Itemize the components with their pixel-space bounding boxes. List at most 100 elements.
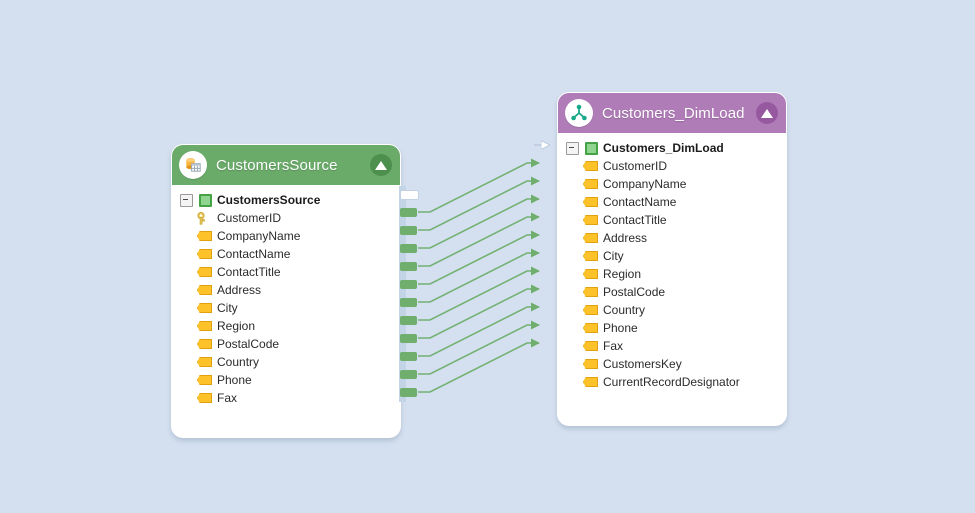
collapse-up-icon (375, 160, 387, 170)
source-output-port[interactable] (400, 387, 417, 397)
target-field-row[interactable]: Address (558, 229, 786, 247)
field-pennant-icon (583, 269, 598, 279)
source-field-row[interactable]: Phone (172, 371, 400, 389)
transform-fork-icon (565, 99, 593, 127)
field-pennant-icon (197, 285, 212, 295)
target-field-row[interactable]: Country (558, 301, 786, 319)
field-pennant-icon (583, 215, 598, 225)
field-pennant-icon (583, 179, 598, 189)
field-pennant-icon (197, 339, 212, 349)
source-field-row[interactable]: Address (172, 281, 400, 299)
source-field-row[interactable]: ContactName (172, 245, 400, 263)
source-field-label: Region (217, 319, 256, 333)
target-collapse-button[interactable] (756, 102, 778, 124)
source-field-label: City (217, 301, 238, 315)
target-field-label: ContactTitle (603, 213, 667, 227)
source-root-port[interactable] (400, 190, 419, 200)
source-field-row[interactable]: CustomerID (172, 209, 400, 227)
source-field-row[interactable]: PostalCode (172, 335, 400, 353)
mapping-connector[interactable] (418, 302, 540, 357)
source-field-label: Address (217, 283, 262, 297)
field-pennant-icon (583, 161, 598, 171)
target-field-row[interactable]: CustomersKey (558, 355, 786, 373)
field-pennant-icon (583, 359, 598, 369)
field-pennant-icon (197, 249, 212, 259)
target-field-row[interactable]: CompanyName (558, 175, 786, 193)
target-root-label: Customers_DimLoad (603, 141, 724, 155)
source-panel-header[interactable]: CustomersSource (172, 145, 400, 185)
source-panel-title: CustomersSource (216, 156, 338, 174)
field-pennant-icon (583, 341, 598, 351)
mapping-connector[interactable] (418, 158, 540, 213)
minus-box-icon[interactable] (180, 193, 193, 207)
source-output-port[interactable] (400, 279, 417, 289)
target-field-label: Country (603, 303, 646, 317)
source-field-row[interactable]: Country (172, 353, 400, 371)
mapping-connector[interactable] (418, 320, 540, 375)
source-field-row[interactable]: City (172, 299, 400, 317)
field-pennant-icon (583, 323, 598, 333)
target-field-row[interactable]: Phone (558, 319, 786, 337)
target-field-label: CurrentRecordDesignator (603, 375, 740, 389)
collapse-up-icon (761, 108, 773, 118)
field-pennant-icon (583, 197, 598, 207)
mapping-connector[interactable] (418, 176, 540, 231)
source-field-label: Phone (217, 373, 252, 387)
source-field-row[interactable]: Region (172, 317, 400, 335)
source-root-label: CustomersSource (217, 193, 321, 207)
target-field-row[interactable]: CustomerID (558, 157, 786, 175)
field-pennant-icon (583, 377, 598, 387)
target-field-label: City (603, 249, 624, 263)
source-collapse-button[interactable] (370, 154, 392, 176)
source-output-port[interactable] (400, 315, 417, 325)
minus-box-icon[interactable] (566, 141, 579, 155)
field-pennant-icon (197, 321, 212, 331)
target-root-row[interactable]: Customers_DimLoad (558, 139, 786, 157)
mapping-connector[interactable] (418, 230, 540, 285)
source-output-port[interactable] (400, 351, 417, 361)
source-port-strip (399, 186, 406, 402)
target-panel-title: Customers_DimLoad (602, 104, 745, 122)
mapping-connector[interactable] (418, 194, 540, 249)
field-pennant-icon (197, 231, 212, 241)
source-field-row[interactable]: ContactTitle (172, 263, 400, 281)
source-output-port[interactable] (400, 261, 417, 271)
field-pennant-icon (197, 375, 212, 385)
target-panel-header[interactable]: Customers_DimLoad (558, 93, 786, 133)
source-output-port[interactable] (400, 243, 417, 253)
source-output-port[interactable] (400, 369, 417, 379)
source-root-row[interactable]: CustomersSource (172, 191, 400, 209)
field-pennant-icon (583, 287, 598, 297)
target-field-row[interactable]: CurrentRecordDesignator (558, 373, 786, 391)
mapping-connector[interactable] (418, 266, 540, 321)
source-field-label: CustomerID (217, 211, 282, 225)
target-field-row[interactable]: ContactName (558, 193, 786, 211)
target-field-label: Fax (603, 339, 624, 353)
source-panel[interactable]: CustomersSource CustomersSource Customer… (171, 144, 401, 438)
target-field-label: Phone (603, 321, 638, 335)
mapping-connector[interactable] (418, 212, 540, 267)
primary-key-icon (197, 211, 212, 225)
source-field-row[interactable]: CompanyName (172, 227, 400, 245)
source-field-row[interactable]: Fax (172, 389, 400, 407)
source-output-port[interactable] (400, 333, 417, 343)
target-field-row[interactable]: City (558, 247, 786, 265)
mapping-connector[interactable] (418, 284, 540, 339)
source-output-port[interactable] (400, 225, 417, 235)
target-field-row[interactable]: Fax (558, 337, 786, 355)
source-output-port[interactable] (400, 297, 417, 307)
source-output-port[interactable] (400, 207, 417, 217)
target-field-row[interactable]: Region (558, 265, 786, 283)
target-field-row[interactable]: ContactTitle (558, 211, 786, 229)
green-table-square-icon (585, 141, 598, 155)
mapping-connector[interactable] (418, 248, 540, 303)
target-field-label: ContactName (603, 195, 677, 209)
source-field-label: ContactName (217, 247, 291, 261)
target-field-row[interactable]: PostalCode (558, 283, 786, 301)
target-panel[interactable]: Customers_DimLoad Customers_DimLoad Cust… (557, 92, 787, 426)
mapping-connector[interactable] (418, 338, 540, 393)
